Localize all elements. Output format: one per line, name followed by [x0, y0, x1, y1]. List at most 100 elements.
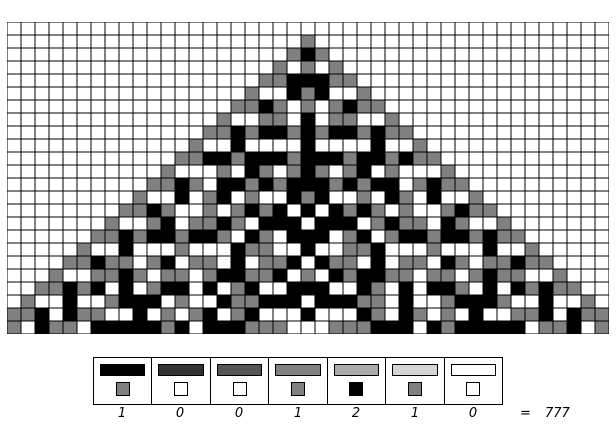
grid-cell [342, 281, 358, 296]
grid-cell [566, 242, 582, 257]
grid-cell [160, 73, 176, 88]
grid-cell [426, 268, 442, 283]
grid-cell [328, 307, 344, 322]
grid-cell [34, 307, 50, 322]
grid-cell [146, 34, 162, 49]
grid-cell [146, 320, 162, 334]
grid-cell [300, 216, 316, 231]
grid-cell [34, 86, 50, 101]
grid-cell [244, 268, 260, 283]
grid-cell [370, 294, 386, 309]
grid-cell [300, 151, 316, 166]
grid-cell [356, 203, 372, 218]
grid-cell [566, 73, 582, 88]
grid-cell [356, 164, 372, 179]
grid-cell [342, 125, 358, 140]
grid-cell [384, 86, 400, 101]
grid-cell [132, 190, 148, 205]
grid-cell [146, 86, 162, 101]
grid-cell [356, 216, 372, 231]
grid-cell [440, 99, 456, 114]
grid-cell [524, 138, 540, 153]
grid-cell [160, 229, 176, 244]
grid-cell [454, 125, 470, 140]
grid-cell [146, 294, 162, 309]
grid-cell [244, 320, 260, 334]
grid-cell [118, 307, 134, 322]
grid-cell [202, 320, 218, 334]
grid-cell [160, 281, 176, 296]
grid-cell [230, 294, 246, 309]
grid-cell [454, 177, 470, 192]
grid-cell [188, 86, 204, 101]
grid-cell [454, 307, 470, 322]
grid-cell [286, 320, 302, 334]
grid-cell [244, 86, 260, 101]
grid-cell [216, 60, 232, 75]
grid-cell [300, 203, 316, 218]
grid-cell [496, 216, 512, 231]
grid-cell [258, 151, 274, 166]
grid-cell [188, 99, 204, 114]
grid-cell [482, 22, 498, 36]
grid-cell [538, 34, 554, 49]
grid-cell [202, 177, 218, 192]
grid-cell [510, 138, 526, 153]
grid-cell [230, 138, 246, 153]
grid-cell [160, 125, 176, 140]
grid-cell [454, 73, 470, 88]
grid-cell [538, 151, 554, 166]
grid-cell [412, 203, 428, 218]
grid-cell [580, 216, 596, 231]
grid-cell [230, 164, 246, 179]
grid-cell [510, 268, 526, 283]
grid-cell [7, 190, 22, 205]
grid-cell [454, 99, 470, 114]
grid-cell [566, 177, 582, 192]
grid-cell [104, 216, 120, 231]
grid-cell [146, 125, 162, 140]
grid-cell [146, 138, 162, 153]
grid-cell [104, 242, 120, 257]
grid-cell [510, 164, 526, 179]
grid-cell [202, 125, 218, 140]
grid-cell [496, 47, 512, 62]
grid-cell [538, 112, 554, 127]
grid-cell [594, 22, 609, 36]
grid-cell [328, 216, 344, 231]
grid-cell [314, 281, 330, 296]
grid-cell [580, 281, 596, 296]
grid-cell [174, 164, 190, 179]
grid-cell [132, 22, 148, 36]
grid-cell [300, 281, 316, 296]
grid-cell [468, 216, 484, 231]
grid-cell [524, 242, 540, 257]
grid-cell [146, 242, 162, 257]
grid-cell [370, 99, 386, 114]
grid-cell [90, 255, 106, 270]
neighborhood-color-swatch [450, 364, 496, 376]
grid-cell [76, 47, 92, 62]
grid-cell [104, 99, 120, 114]
grid-cell [566, 86, 582, 101]
grid-cell [580, 255, 596, 270]
grid-cell [314, 151, 330, 166]
grid-cell [440, 307, 456, 322]
grid-cell [370, 86, 386, 101]
grid-cell [454, 22, 470, 36]
grid-cell [62, 138, 78, 153]
grid-cell [426, 34, 442, 49]
grid-cell [216, 86, 232, 101]
grid-cell [272, 268, 288, 283]
grid-cell [356, 73, 372, 88]
grid-cell [230, 242, 246, 257]
grid-cell [188, 190, 204, 205]
grid-cell [90, 281, 106, 296]
grid-cell [20, 229, 36, 244]
grid-cell [7, 151, 22, 166]
neighborhood-color-swatch [216, 364, 263, 376]
grid-cell [202, 73, 218, 88]
rule-case-6 [445, 358, 502, 404]
grid-cell [580, 242, 596, 257]
grid-cell [258, 216, 274, 231]
